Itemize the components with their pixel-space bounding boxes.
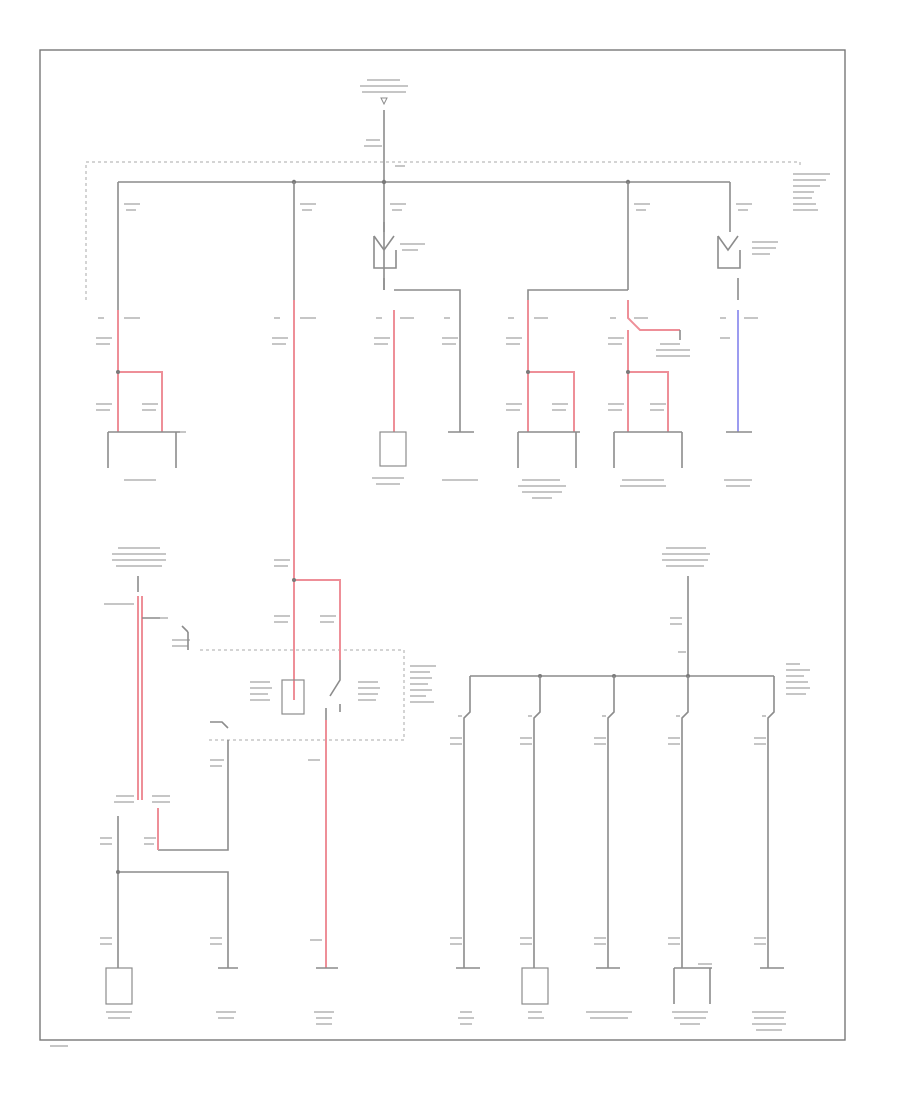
component-b-wire [272,300,316,700]
switch-assembly [158,559,436,969]
top-power-source [360,79,408,290]
right-bus-label [786,663,810,695]
bottom-left-circuit [100,795,238,1005]
component-e [506,300,580,499]
diagram-frame [39,49,846,1041]
fuse-labels [124,203,752,211]
bottom-labels [106,1011,786,1031]
fuse-box-boundary [85,161,801,300]
fuse-box-label [793,173,830,211]
relay-3 [373,222,461,300]
right-branches [450,676,784,1005]
ground-source-left [104,547,190,800]
component-f [608,300,690,487]
relay-5 [717,182,778,300]
ground-source-right [662,547,710,676]
component-d [442,300,478,481]
component-c [372,310,414,485]
component-a [96,310,186,481]
component-g [720,310,758,487]
